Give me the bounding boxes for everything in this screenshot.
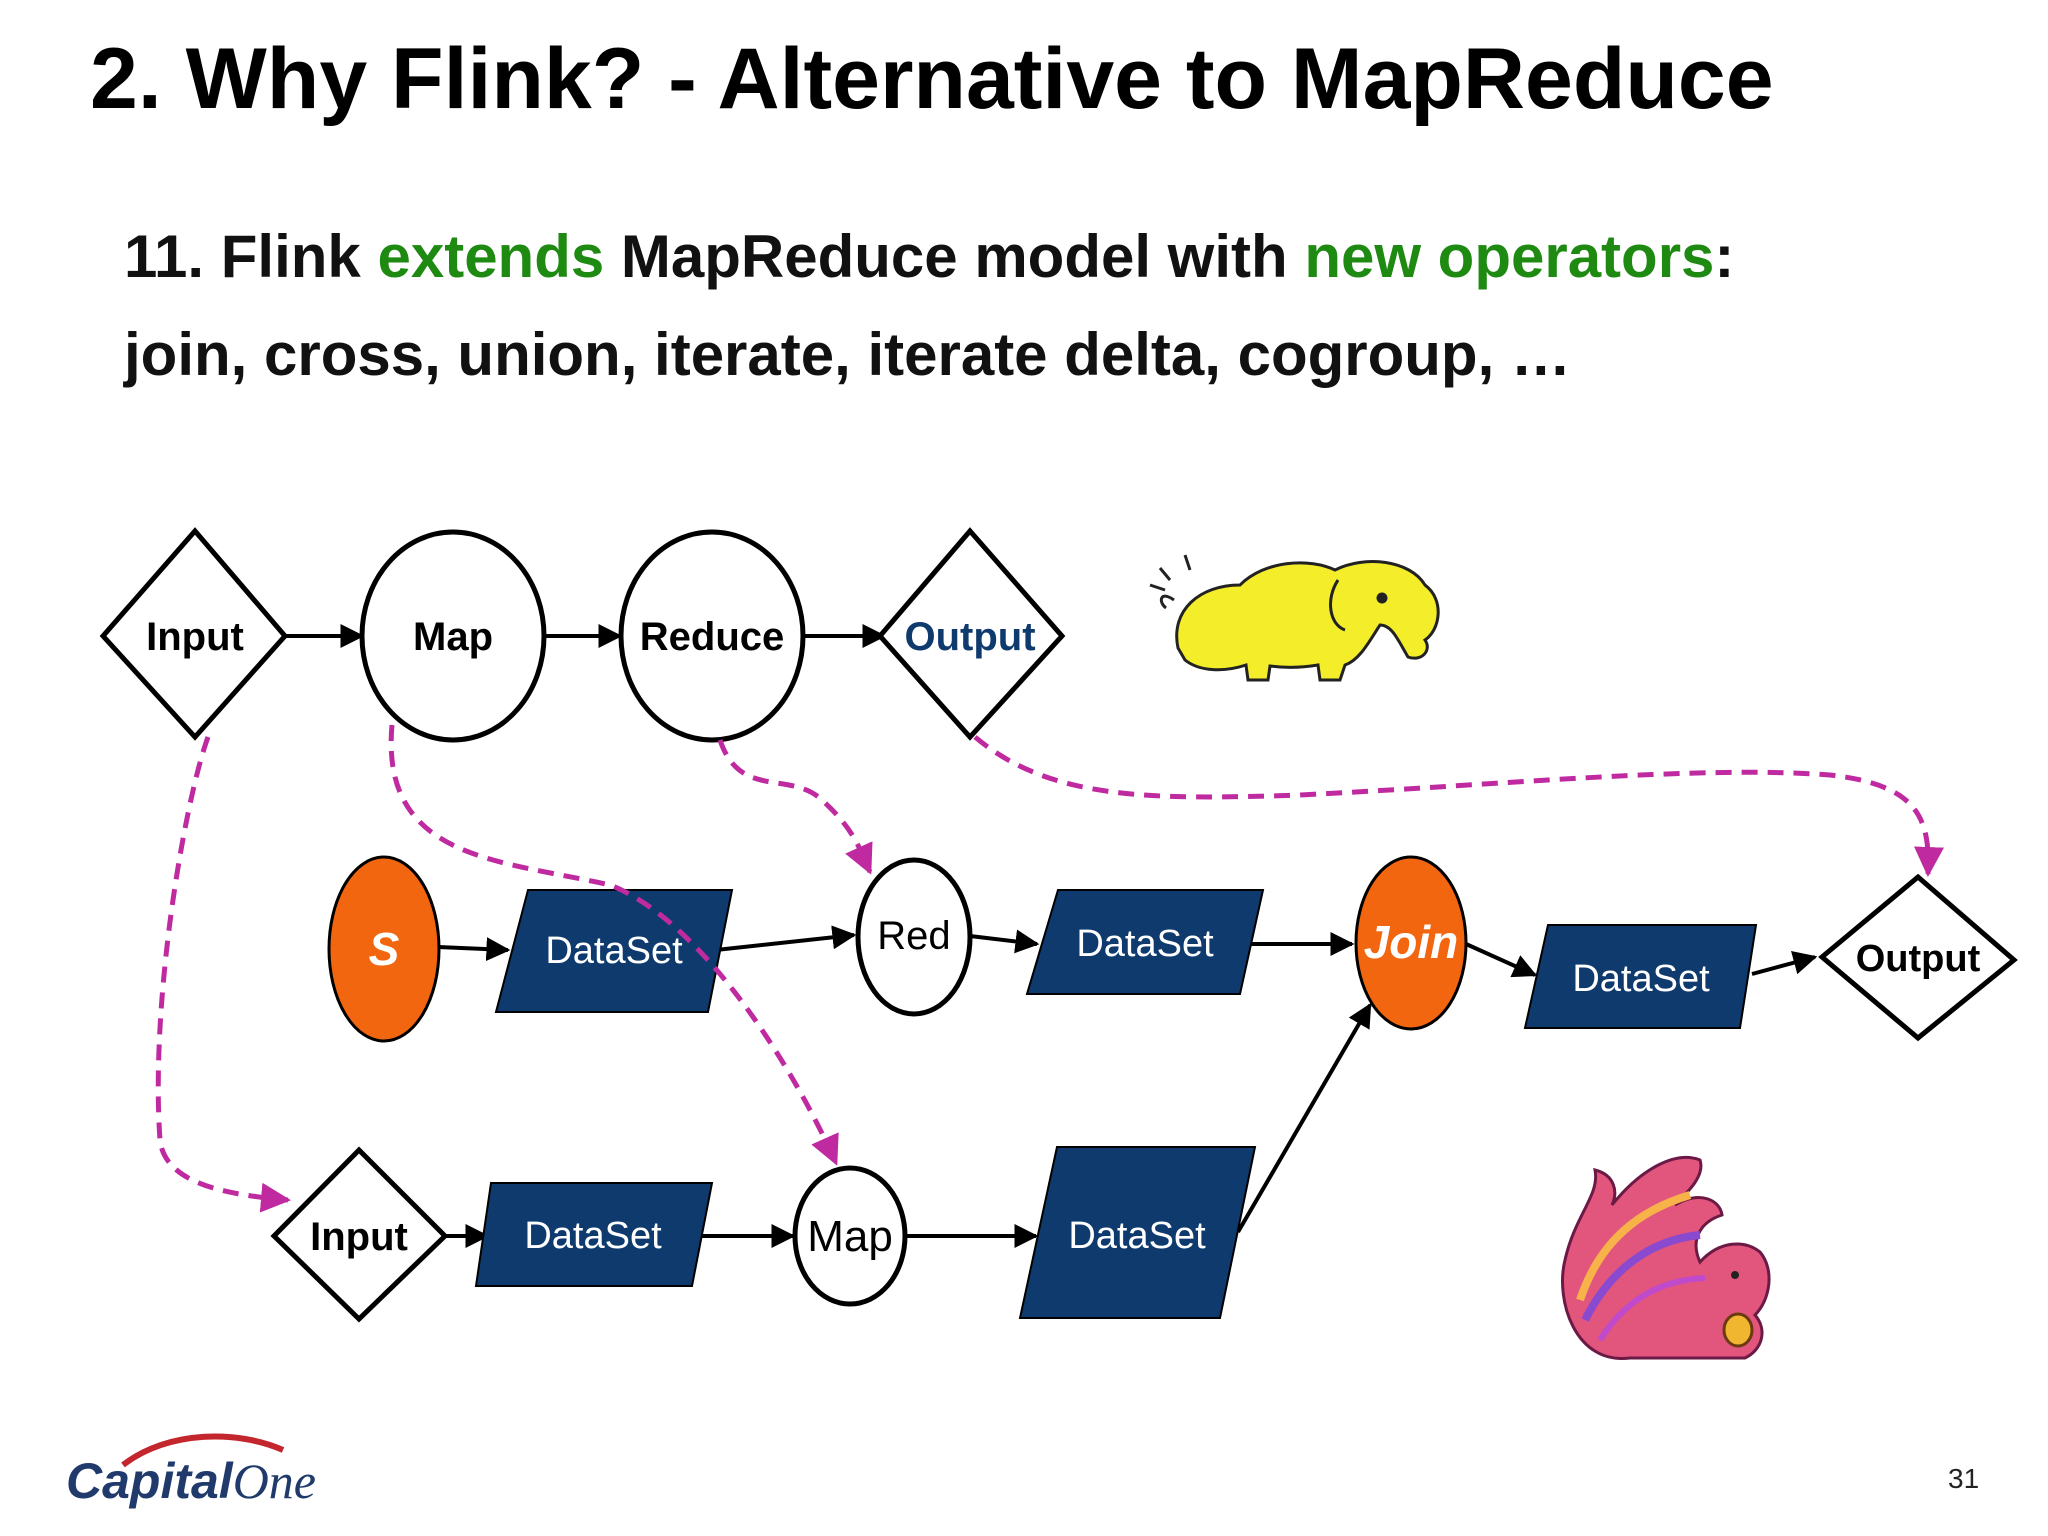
link-input-to-flink-input: [155, 736, 291, 1213]
bullet-text-extends: extends: [377, 223, 605, 290]
flink-dataset-2-label: DataSet: [1076, 923, 1214, 965]
flink-dataset-3-node: [1523, 924, 1758, 1029]
flink-input-node: [270, 1146, 449, 1323]
link-map-to-flink-map: [388, 724, 839, 1166]
flink-red-label: Red: [877, 914, 950, 958]
flink-output-label: Output: [1856, 938, 1981, 980]
link-output-to-flink-output: [973, 735, 1944, 877]
logo-capital-text: Capital: [66, 1453, 233, 1509]
mr-input-label: Input: [146, 615, 244, 659]
bullet-line-1: 11. Flink extends MapReduce model with n…: [124, 208, 1734, 306]
page-number: 31: [1948, 1463, 1980, 1494]
flink-dataset-2-node: [1025, 889, 1265, 995]
flink-dataset-3-label: DataSet: [1572, 958, 1710, 1000]
edge-s-dataset: [437, 937, 511, 962]
mr-reduce-node: [618, 529, 806, 743]
edge-dataset-join-lower: [1236, 1002, 1372, 1234]
edge-red-dataset: [969, 929, 1040, 954]
flink-map-node: [792, 1165, 908, 1307]
link-reduce-to-flink-red: [717, 739, 873, 875]
mr-map-node: [359, 529, 547, 743]
hadoop-elephant-icon: [1149, 554, 1440, 682]
slide-title: 2. Why Flink? - Alternative to MapReduce: [90, 31, 1774, 127]
capital-one-logo: CapitalOne: [66, 1433, 317, 1510]
flink-input-label: Input: [310, 1215, 408, 1259]
flink-source-node: [327, 855, 441, 1043]
bullet-text-flink: Flink: [220, 223, 378, 290]
flink-dataset-5-label: DataSet: [1068, 1215, 1206, 1257]
bullet-number: 11.: [124, 223, 205, 290]
flink-dataset-1-label: DataSet: [545, 930, 683, 972]
edge-dataset-red: [715, 925, 857, 952]
flink-squirrel-icon: [1561, 1155, 1771, 1360]
flink-row-1: S DataSet Red DataSet Join DataSet Outpu…: [327, 855, 2018, 1043]
flink-join-label: Join: [1364, 916, 1459, 968]
bullet-text-colon: :: [1714, 223, 1735, 290]
edge-dataset-output: [1751, 951, 1818, 976]
mapreduce-row: Input Map Reduce Output: [99, 527, 1066, 743]
mr-output-node: [876, 527, 1066, 741]
edge-join-dataset: [1465, 942, 1538, 978]
flink-dataset-4-label: DataSet: [524, 1215, 662, 1257]
mapping-links: [155, 724, 1944, 1213]
flink-dataset-1-node: [494, 889, 734, 1013]
mr-reduce-label: Reduce: [640, 615, 785, 659]
flink-map-label: Map: [807, 1212, 893, 1261]
flink-output-node: [1818, 873, 2018, 1042]
flink-red-node: [855, 857, 973, 1017]
mr-input-node: [99, 527, 289, 741]
flink-row-2: Input DataSet Map DataSet: [270, 1146, 1257, 1323]
mr-map-label: Map: [413, 615, 493, 659]
mr-output-label: Output: [904, 615, 1035, 659]
flink-join-node: [1354, 855, 1468, 1031]
bullet-text-new-operators: new operators: [1304, 223, 1715, 290]
flink-edges: [437, 925, 1818, 1248]
logo-one-text: One: [232, 1453, 317, 1509]
logo-swoosh-icon: [121, 1433, 285, 1468]
bullet-text-mapreduce-model: MapReduce model with: [604, 223, 1305, 290]
flink-dataset-5-node: [1018, 1146, 1257, 1319]
slide-bullet: 11. Flink extends MapReduce model with n…: [124, 208, 1734, 404]
flink-dataset-4-node: [474, 1182, 714, 1287]
flink-source-label: S: [369, 923, 400, 975]
bullet-line-2: join, cross, union, iterate, iterate del…: [124, 321, 1571, 388]
